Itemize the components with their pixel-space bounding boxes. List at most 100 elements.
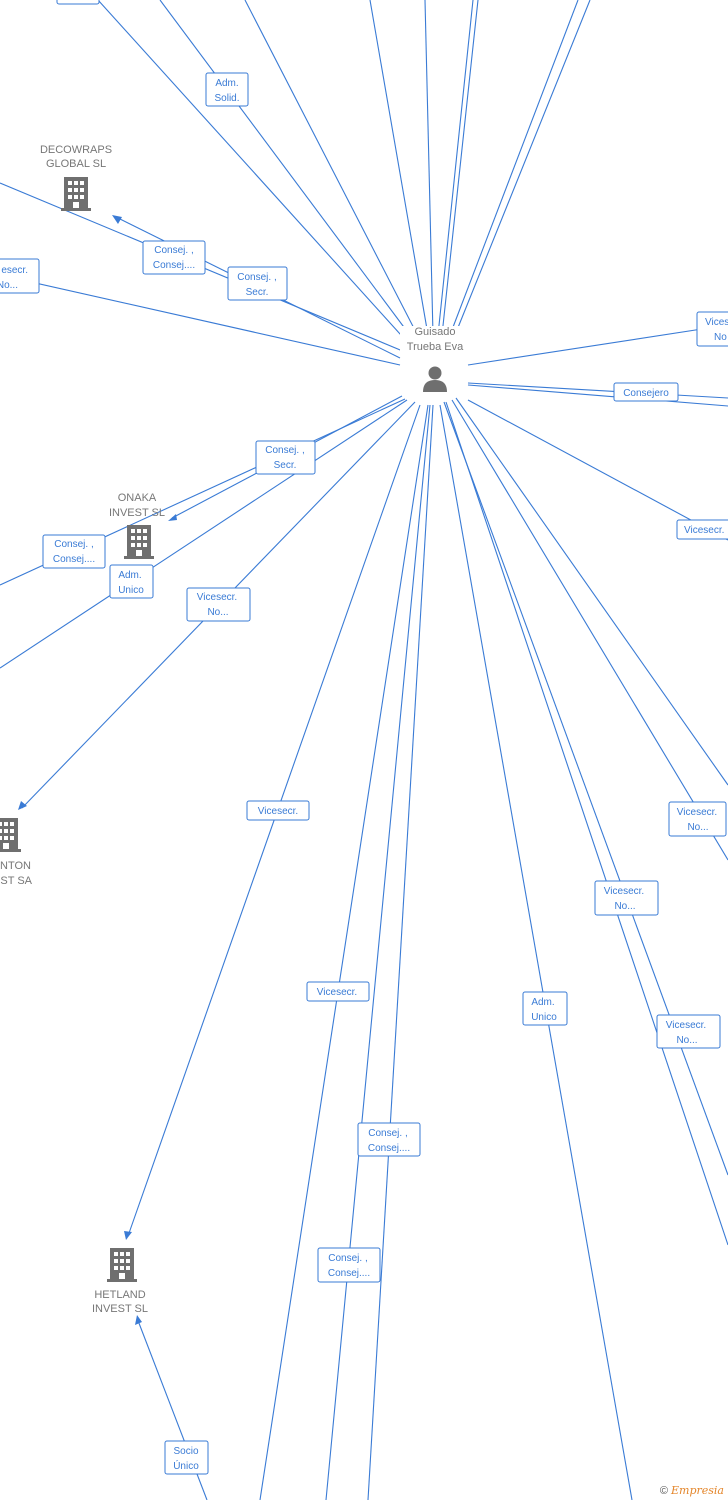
arrowhead: [135, 1315, 142, 1325]
edge-label[interactable]: Vicesecr. No...: [656, 1014, 721, 1049]
edge-label-line1: Vicesecr.: [677, 807, 717, 818]
building-icon: [107, 1248, 137, 1282]
arrowhead: [112, 215, 122, 224]
edge: [325, 404, 431, 1500]
edge-label[interactable]: Adm. Unico: [522, 991, 568, 1026]
node-label-line1: DECOWRAPS: [40, 144, 112, 156]
edge-label-partial: [56, 0, 100, 5]
edge-label[interactable]: Adm. Unico: [109, 564, 154, 599]
edge-label-line2: No...: [614, 901, 635, 912]
edge: [451, 399, 728, 861]
person-icon: [417, 361, 453, 395]
arrowhead: [168, 514, 177, 521]
edge-label-line1: Vicesecr.: [666, 1020, 706, 1031]
edge-label[interactable]: Consej. , Consej....: [42, 534, 106, 569]
edge: [0, 274, 401, 366]
edge-label-line1: Adm.: [215, 78, 238, 89]
edge-label-line1: Vicesecr.: [258, 806, 298, 817]
edge-label-line1: Vicesecr.: [604, 886, 644, 897]
edge: [467, 382, 728, 399]
node-label-line1: NTON: [0, 860, 31, 872]
edge-label-line1: Consej. ,: [265, 445, 304, 456]
edge-label-line2: Solid.: [214, 93, 239, 104]
edge-label-line1: Socio: [173, 1446, 198, 1457]
node-label-bg: [400, 326, 470, 356]
edge: [424, 0, 434, 336]
edge-label[interactable]: Vicesecr. No...: [668, 801, 727, 837]
edge: [369, 0, 429, 336]
node-label-line2: ST SA: [0, 875, 32, 887]
edge-label-line1: Consej. ,: [154, 245, 193, 256]
copyright-footer: © Empresia: [660, 1484, 724, 1497]
company-node-onaka[interactable]: ONAKA INVEST SL: [109, 492, 165, 559]
edge-label[interactable]: esecr. No...: [0, 258, 40, 294]
edge-label-line2: No...: [687, 822, 708, 833]
edge-label[interactable]: Consej. , Consej....: [317, 1247, 381, 1283]
edge: [454, 0, 591, 336]
edge-label[interactable]: Adm. Solid.: [205, 72, 249, 107]
edge: [367, 404, 434, 1500]
edge-label-line2: Consej....: [368, 1143, 410, 1154]
edge-label-line1: Adm.: [531, 997, 554, 1008]
edge-label[interactable]: Consej. , Consej....: [357, 1122, 421, 1157]
edge-label-line1: Vices: [705, 317, 728, 328]
edge: [455, 397, 728, 786]
company-node-anton[interactable]: NTON ST SA: [0, 818, 33, 887]
edge: [0, 399, 408, 669]
node-label-line2: INVEST SL: [109, 507, 165, 519]
edge-label-line2: No...: [676, 1035, 697, 1046]
edge-label[interactable]: Consej. , Secr.: [227, 266, 288, 301]
edge-label[interactable]: Vicesecr.: [676, 519, 728, 540]
edge: [449, 0, 579, 336]
node-label-line2: INVEST SL: [92, 1303, 148, 1315]
edge: [244, 0, 421, 341]
edge-label[interactable]: Socio Único: [164, 1440, 209, 1475]
edge-label-line2: No: [714, 332, 727, 343]
node-label-line1: HETLAND: [94, 1289, 145, 1301]
edge-label-line1: Adm.: [118, 570, 141, 581]
building-icon: [0, 818, 21, 852]
edge-label[interactable]: Vices No: [696, 311, 728, 347]
edge-label-line1: Vicesecr.: [684, 525, 724, 536]
building-icon: [61, 177, 91, 211]
edge-label-line1: Vicesecr.: [317, 987, 357, 998]
edge-label-line2: Consej....: [53, 554, 95, 565]
edge-label-line2: Secr.: [246, 287, 269, 298]
brand-logo: Empresia: [671, 1484, 724, 1497]
edge-label-line1: Consej. ,: [237, 272, 276, 283]
edge-label[interactable]: Consej. , Consej....: [142, 240, 206, 275]
edge-label-line2: Unico: [118, 585, 144, 596]
edge-label-line2: Consej....: [153, 260, 195, 271]
edge-label-line2: Secr.: [274, 460, 297, 471]
edge: [159, 0, 416, 343]
company-node-decowraps[interactable]: DECOWRAPS GLOBAL SL: [40, 144, 112, 211]
edge-label-line1: esecr.: [1, 265, 28, 276]
company-node-hetland[interactable]: HETLAND INVEST SL: [92, 1248, 148, 1315]
edge-label-line1: Vicesecr.: [197, 592, 237, 603]
node-label-line2: Trueba Eva: [407, 341, 464, 353]
edge-label[interactable]: Consej. , Secr.: [255, 440, 316, 475]
building-icon: [124, 525, 154, 559]
edge-label-line2: No...: [0, 280, 18, 291]
edge: [437, 0, 474, 336]
edge: [467, 399, 728, 541]
edge-label[interactable]: Vicesecr. No...: [186, 587, 251, 622]
edge: [439, 404, 633, 1500]
edge-label-line1: Consejero: [623, 388, 669, 399]
arrowheads: [18, 215, 177, 1325]
edge: [259, 404, 429, 1500]
edge-label-line1: Consej. ,: [54, 539, 93, 550]
edge-label-line1: Consej. ,: [368, 1128, 407, 1139]
edge-label[interactable]: Vicesecr.: [246, 800, 310, 821]
edge-label[interactable]: Consejero: [613, 382, 679, 402]
edge: [441, 0, 479, 336]
edge-label[interactable]: Vicesecr. No...: [594, 880, 659, 916]
person-node-center[interactable]: Guisado Trueba Eva: [400, 326, 470, 395]
edge-label[interactable]: Vicesecr.: [306, 981, 370, 1002]
edge-label-line2: Único: [173, 1459, 199, 1472]
edge-label-line2: Unico: [531, 1012, 557, 1023]
edge-label-line2: Consej....: [328, 1268, 370, 1279]
node-label-line1: ONAKA: [118, 492, 157, 504]
